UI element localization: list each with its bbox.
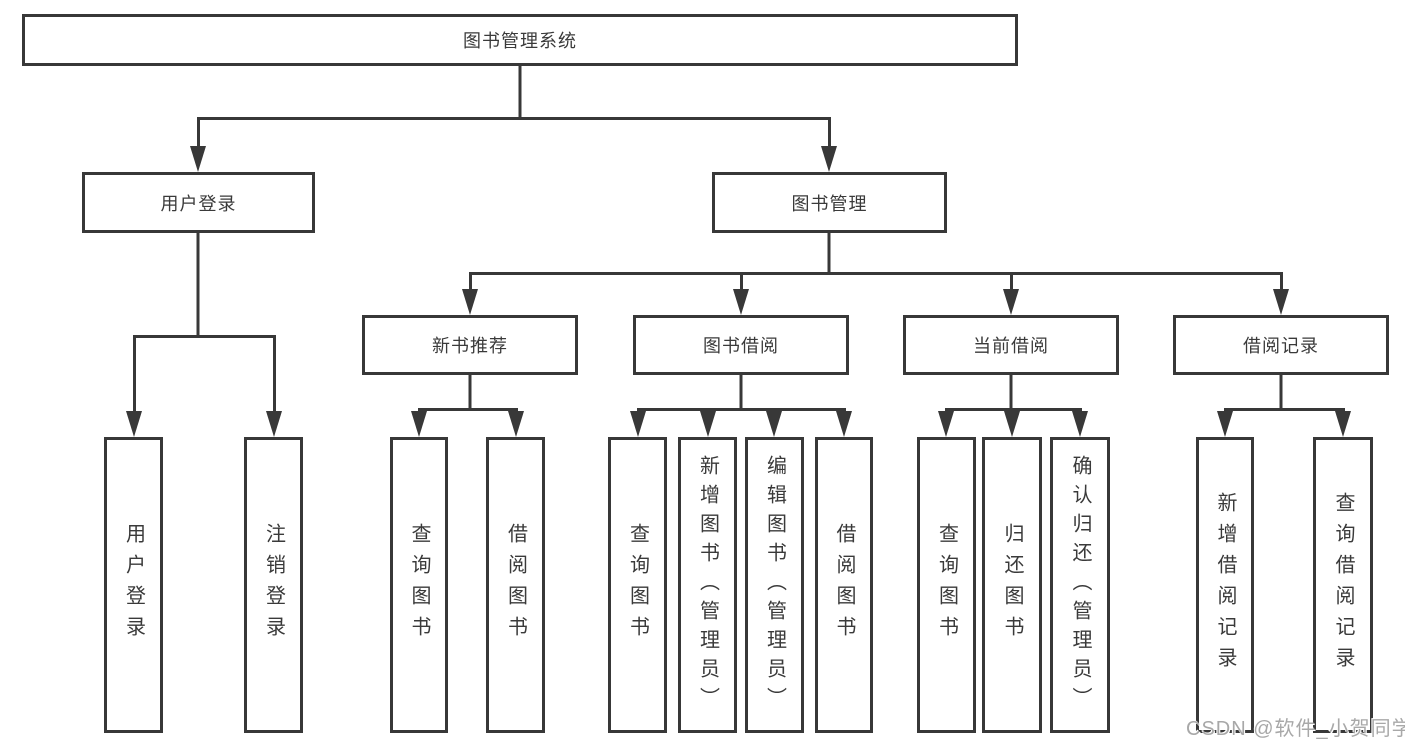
node-book-borrow-label: 图书借阅 — [703, 336, 779, 356]
leaf-bb-query-books-label: 查询图书 — [626, 523, 649, 647]
arrow-to-bb-query — [630, 408, 646, 437]
leaf-br-query-record-label: 查询借阅记录 — [1332, 492, 1354, 678]
node-user-login: 用户登录 — [82, 172, 315, 233]
leaf-bb-query-books: 查询图书 — [608, 437, 667, 733]
leaf-bb-edit-books: 编辑图书（管理员） — [745, 437, 804, 733]
arrow-to-nb-borrow — [508, 408, 524, 437]
connector-user-login-stub — [196, 233, 200, 335]
leaf-user-login-label: 用户登录 — [122, 523, 145, 647]
arrow-to-borrow-records — [1273, 272, 1289, 315]
connector-book-borrow-stub — [739, 375, 743, 408]
leaf-logout-label: 注销登录 — [262, 523, 285, 647]
leaf-nb-query-books-label: 查询图书 — [408, 523, 430, 647]
leaf-nb-borrow-books: 借阅图书 — [486, 437, 545, 733]
connector-new-books-distributor — [418, 408, 518, 411]
leaf-br-add-record-label: 新增借阅记录 — [1214, 492, 1236, 678]
leaf-cb-return-books: 归还图书 — [982, 437, 1042, 733]
leaf-cb-confirm-return-label: 确认归还（管理员） — [1069, 454, 1091, 716]
node-current-borrow-label: 当前借阅 — [973, 336, 1049, 356]
arrow-to-cb-return — [1004, 408, 1020, 437]
connector-book-mgmt-distributor — [469, 272, 1283, 275]
node-book-mgmt-label: 图书管理 — [791, 193, 868, 214]
leaf-cb-confirm-return: 确认归还（管理员） — [1050, 437, 1110, 733]
arrow-to-leaf-logout — [266, 335, 282, 437]
leaf-br-query-record: 查询借阅记录 — [1313, 437, 1373, 733]
leaf-bb-add-books-label: 新增图书（管理员） — [696, 454, 719, 716]
leaf-bb-borrow-books-label: 借阅图书 — [833, 523, 855, 647]
arrow-to-book-mgmt — [821, 117, 837, 172]
node-book-mgmt: 图书管理 — [712, 172, 947, 233]
node-library-management-system-label: 图书管理系统 — [463, 31, 577, 51]
arrow-to-bb-add — [700, 408, 716, 437]
leaf-bb-add-books: 新增图书（管理员） — [678, 437, 737, 733]
leaf-br-add-record: 新增借阅记录 — [1196, 437, 1254, 733]
leaf-logout: 注销登录 — [244, 437, 303, 733]
connector-book-borrow-distributor — [637, 408, 846, 411]
connector-user-login-distributor — [133, 335, 276, 338]
leaf-cb-query-books: 查询图书 — [917, 437, 976, 733]
arrow-to-current-borrow — [1003, 272, 1019, 315]
connector-root-distributor — [197, 117, 831, 120]
arrow-to-nb-query — [411, 408, 427, 437]
node-library-management-system: 图书管理系统 — [22, 14, 1018, 66]
node-borrow-records-label: 借阅记录 — [1243, 336, 1319, 356]
connector-current-borrow-stub — [1009, 375, 1013, 408]
node-user-login-label: 用户登录 — [160, 193, 237, 214]
node-borrow-records: 借阅记录 — [1173, 315, 1389, 375]
leaf-user-login: 用户登录 — [104, 437, 163, 733]
node-book-borrow: 图书借阅 — [633, 315, 849, 375]
leaf-bb-edit-books-label: 编辑图书（管理员） — [763, 454, 786, 716]
arrow-to-leaf-user-login — [126, 335, 142, 437]
connector-root-stub — [518, 66, 522, 117]
leaf-nb-borrow-books-label: 借阅图书 — [504, 523, 527, 647]
connector-borrow-records-distributor — [1224, 408, 1345, 411]
arrow-to-new-books — [462, 272, 478, 315]
connector-current-borrow-distributor — [945, 408, 1082, 411]
csdn-watermark: CSDN @软件_小贺同学 — [1186, 718, 1405, 740]
connector-new-books-stub — [468, 375, 472, 408]
arrow-to-cb-confirm — [1072, 408, 1088, 437]
arrow-to-br-query — [1335, 408, 1351, 437]
leaf-cb-return-books-label: 归还图书 — [1001, 523, 1023, 647]
arrow-to-bb-borrow — [836, 408, 852, 437]
node-new-books: 新书推荐 — [362, 315, 578, 375]
node-new-books-label: 新书推荐 — [432, 336, 508, 356]
leaf-nb-query-books: 查询图书 — [390, 437, 448, 733]
leaf-cb-query-books-label: 查询图书 — [935, 523, 958, 647]
arrow-to-bb-edit — [766, 408, 782, 437]
arrow-to-br-add — [1217, 408, 1233, 437]
connector-book-mgmt-stub — [827, 233, 831, 272]
arrow-to-book-borrow — [733, 272, 749, 315]
node-current-borrow: 当前借阅 — [903, 315, 1119, 375]
connector-borrow-records-stub — [1279, 375, 1283, 408]
leaf-bb-borrow-books: 借阅图书 — [815, 437, 873, 733]
arrow-to-cb-query — [938, 408, 954, 437]
arrow-to-user-login — [190, 117, 206, 172]
